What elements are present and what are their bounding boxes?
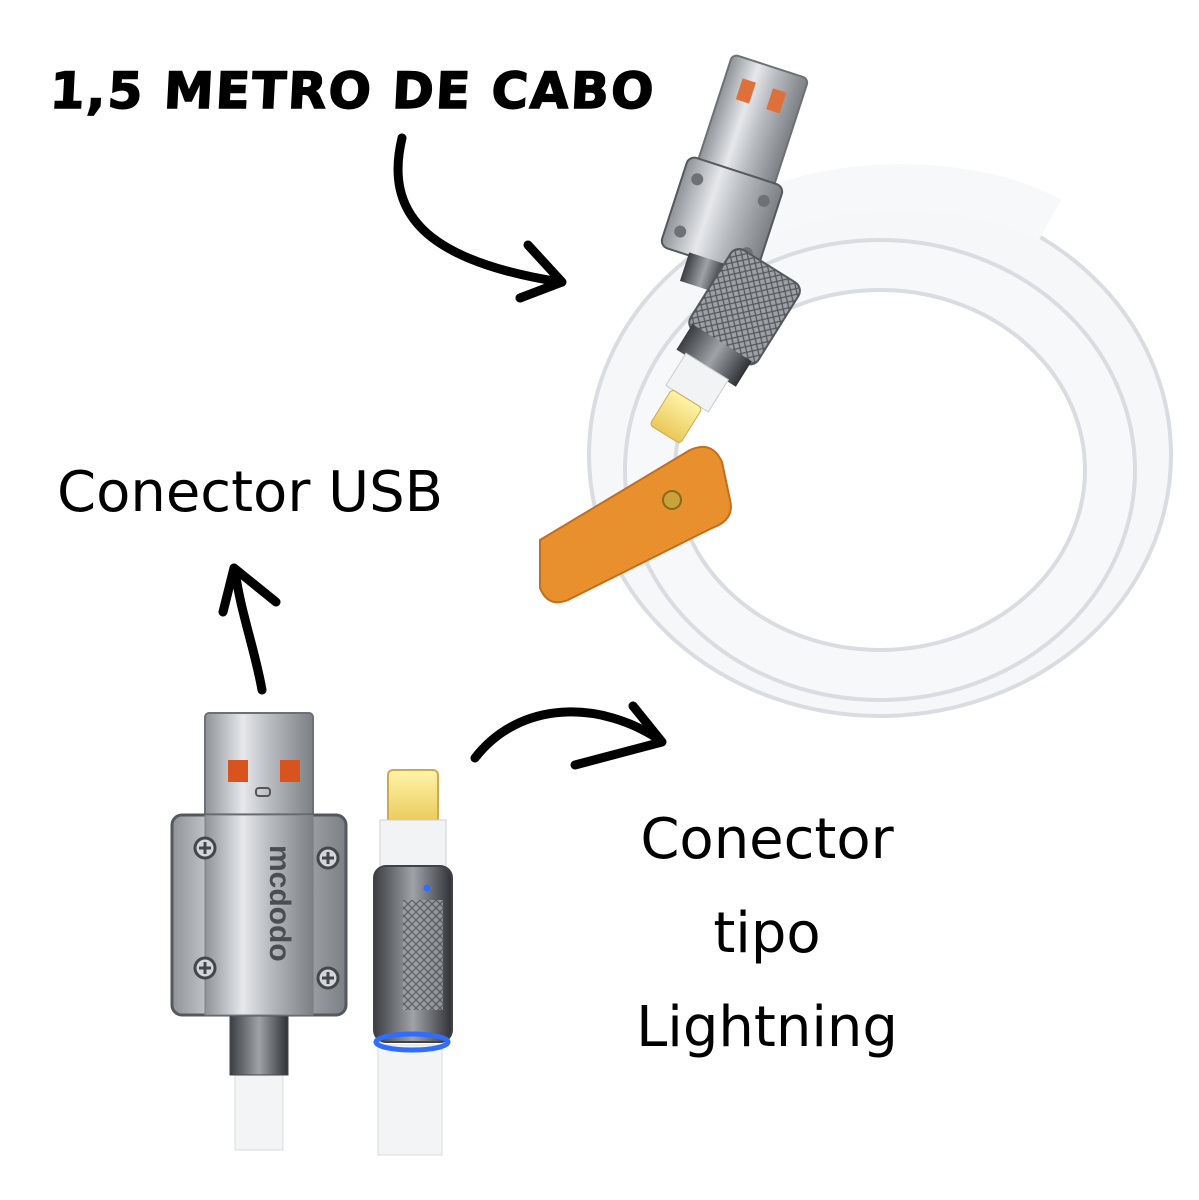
- coil-lightning-plug: [650, 247, 801, 443]
- lightning-label-line2: tipo: [713, 901, 821, 966]
- lightning-label-line3: Lightning: [636, 995, 898, 1060]
- coil-usb-plug: [660, 54, 809, 294]
- usb-plug: mcdodo: [170, 712, 348, 1151]
- arrow-to-lightning-label: [470, 701, 667, 770]
- leather-strap: [539, 446, 732, 604]
- brand-logo: mcdodo: [263, 845, 296, 962]
- arrow-to-usb-label: [218, 563, 281, 695]
- usb-connector-label: Conector USB: [57, 460, 444, 525]
- lightning-plug: [373, 769, 453, 1156]
- arrow-title-to-cable: [393, 133, 567, 303]
- lightning-connector-label: Conector tipo Lightning: [612, 812, 922, 1094]
- lightning-label-line1: Conector: [640, 807, 894, 872]
- cable-length-title: 1,5 METRO DE CABO: [48, 61, 658, 121]
